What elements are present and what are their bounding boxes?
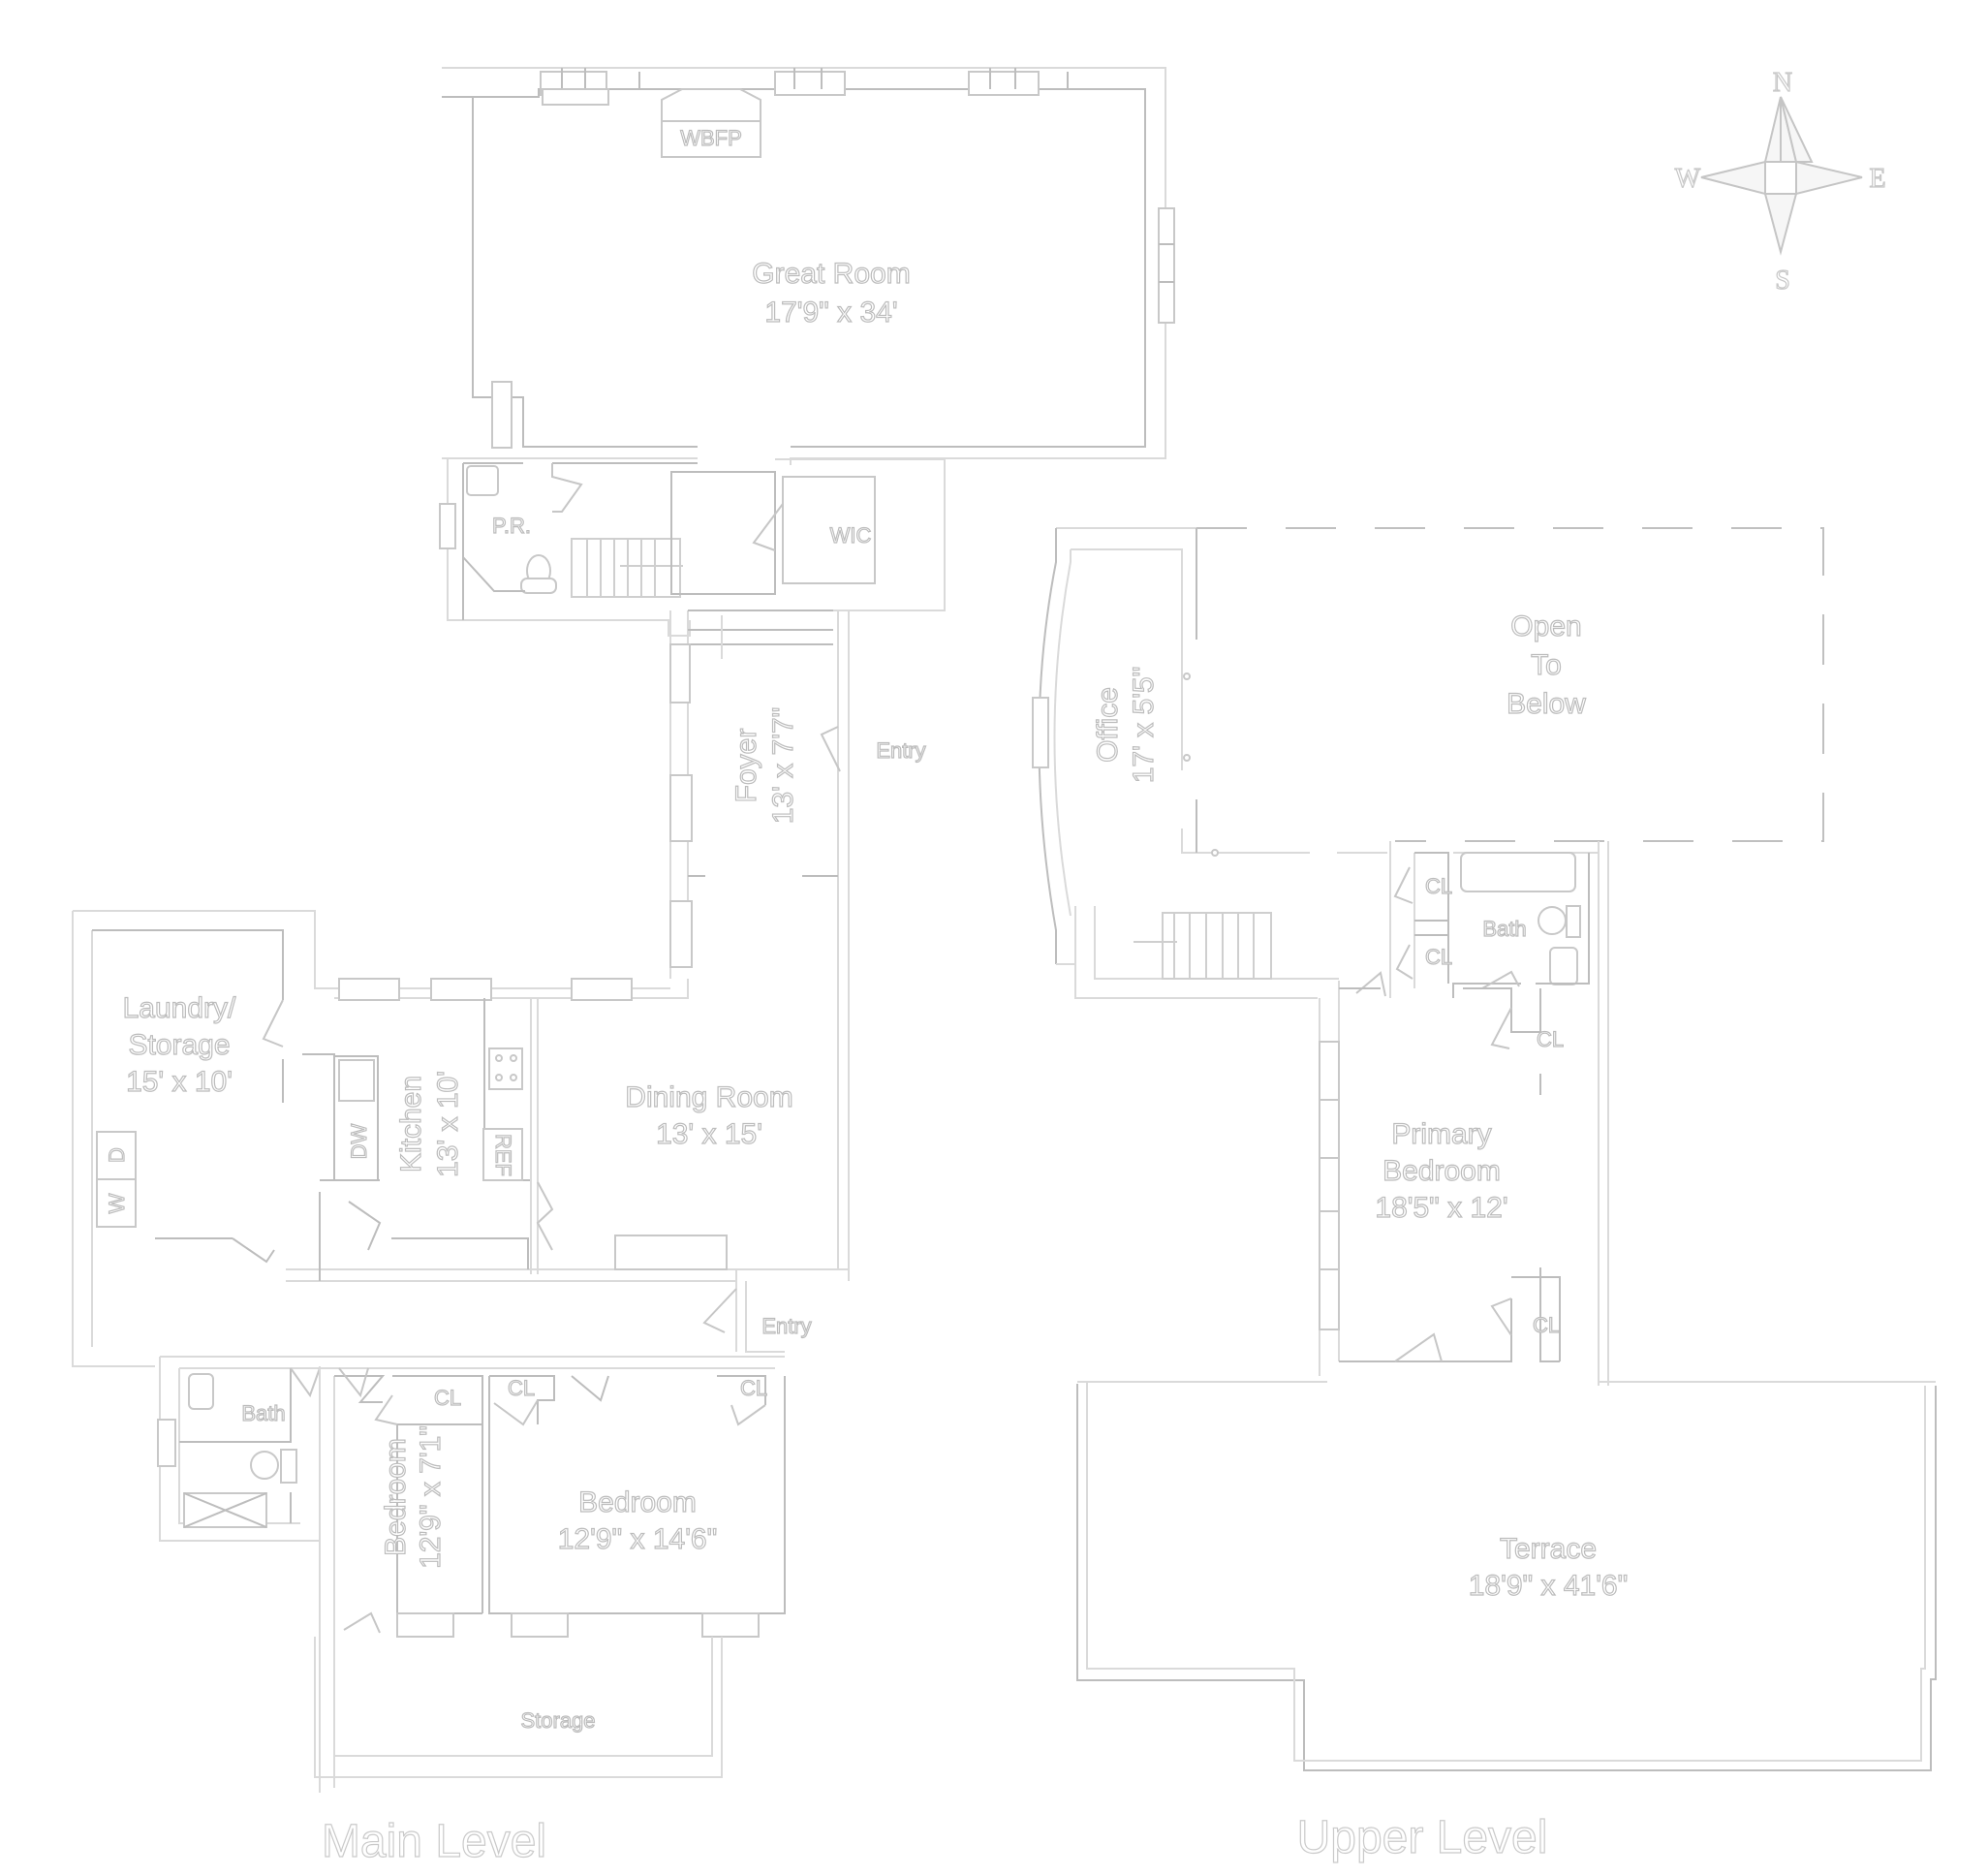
laundry-dims: 15' x 10' (126, 1066, 233, 1098)
washer (96, 1178, 137, 1228)
dryer-label: D (105, 1147, 129, 1163)
open-to-below-3: Below (1507, 688, 1586, 720)
terrace-name: Terrace (1500, 1533, 1597, 1565)
small-bedroom-dims: 12'9" x 7'1" (415, 1425, 447, 1569)
washer-label: W (105, 1193, 129, 1213)
terrace: Terrace 18'9" x 41'6" (1076, 1381, 1937, 1771)
primary-bedroom-name-1: Primary (1391, 1118, 1491, 1150)
upper-level-label: Upper Level (1297, 1812, 1548, 1863)
dining-room-dims: 13' x 15' (656, 1118, 762, 1150)
compass-north: N (1773, 68, 1792, 98)
foyer-dims: 13' x 7'7" (767, 707, 799, 825)
compass-east: E (1869, 164, 1885, 194)
primary-bedroom-dims: 18'5" x 12' (1375, 1192, 1507, 1224)
open-to-below-1: Open (1510, 610, 1581, 642)
kitchen: DW REF Kitchen 13' x 10' (286, 978, 849, 1282)
lower-entry: Entry (702, 1269, 812, 1353)
primary-bedroom-name-2: Bedroom (1382, 1155, 1501, 1187)
entry-label-2: Entry (761, 1314, 811, 1338)
fireplace-label: WBFP (680, 126, 742, 150)
upper-bath-label: Bath (1482, 917, 1526, 941)
kitchen-dims: 13' x 10' (432, 1071, 464, 1177)
great-room-name: Great Room (752, 258, 910, 290)
stairs-main (571, 538, 683, 598)
bath-toilet (250, 1451, 279, 1480)
powder-stair-wic: WIC P.R. (439, 458, 946, 637)
powder-room-label: P.R. (492, 514, 531, 538)
storage: Storage (314, 1637, 723, 1778)
great-room-dims: 17'9" x 34' (764, 297, 897, 328)
laundry-name-2: Storage (128, 1029, 230, 1061)
dishwasher-label: DW (347, 1123, 371, 1159)
great-room: WBFP Great Room 17'9" x 34' (442, 67, 1175, 465)
bath-sink (188, 1373, 214, 1410)
main-level-label: Main Level (322, 1816, 546, 1867)
bedroom-wing: Bath CL Bedroom 12'9" x 7'1" CL CL Bedro… (157, 1356, 786, 1793)
upper-closet-label-b: CL (1425, 945, 1452, 969)
powder-room-sink (466, 465, 499, 496)
large-bedroom-name: Bedroom (578, 1486, 697, 1518)
refrigerator-label: REF (491, 1134, 515, 1176)
terrace-dims: 18'9" x 41'6" (1469, 1570, 1629, 1602)
wic-label: WIC (830, 523, 872, 547)
compass-rose-icon: N S W E (1674, 67, 1886, 296)
foyer: Foyer 13' x 7'7" Entry (669, 610, 926, 1281)
upper-level: Office 17' x 5'5" Open To Below CL CL (1032, 527, 1937, 1864)
closet-label-1: CL (434, 1386, 461, 1410)
upper-bathtub (1460, 852, 1576, 892)
laundry-name-1: Laundry/ (123, 992, 236, 1024)
kitchen-name: Kitchen (395, 1076, 427, 1172)
walk-in-closet (782, 476, 876, 584)
compass-west: W (1675, 164, 1701, 194)
closet-label-3: CL (740, 1376, 767, 1400)
upper-bath-closets: CL CL Bath (1355, 841, 1609, 1386)
office-name: Office (1092, 687, 1124, 763)
office-dims: 17' x 5'5" (1128, 667, 1160, 784)
open-to-below-2: To (1531, 649, 1562, 681)
dryer (96, 1131, 137, 1180)
upper-toilet (1538, 906, 1567, 935)
primary-bedroom: CL CL Primary Bedroom 18'5" x 12' (1319, 981, 1565, 1376)
compass-south: S (1775, 266, 1790, 296)
bath-label: Bath (241, 1401, 285, 1425)
upper-closet-label-a: CL (1425, 874, 1452, 898)
main-level: WBFP Great Room 17'9" x 34' (72, 67, 1175, 1868)
upper-closet-label-d: CL (1533, 1313, 1560, 1337)
small-bedroom-name: Bedroom (380, 1438, 412, 1556)
kitchen-sink (338, 1059, 375, 1102)
office: Office 17' x 5'5" Open To Below (1032, 527, 1824, 964)
dining-room-name: Dining Room (625, 1081, 792, 1113)
upper-bath-sink (1549, 947, 1578, 985)
closet-label-2: CL (508, 1376, 535, 1400)
cooktop (488, 1047, 523, 1090)
refrigerator (482, 1128, 523, 1181)
large-bedroom-dims: 12'9" x 14'6" (558, 1523, 718, 1555)
storage-label: Storage (520, 1708, 595, 1733)
entry-label-1: Entry (876, 738, 925, 763)
laundry-storage: D W Laundry/ Storage 15' x 10' (72, 910, 334, 1367)
foyer-name: Foyer (730, 729, 762, 803)
upper-closet-label-c: CL (1537, 1027, 1564, 1051)
stairs-upper (1056, 906, 1339, 999)
